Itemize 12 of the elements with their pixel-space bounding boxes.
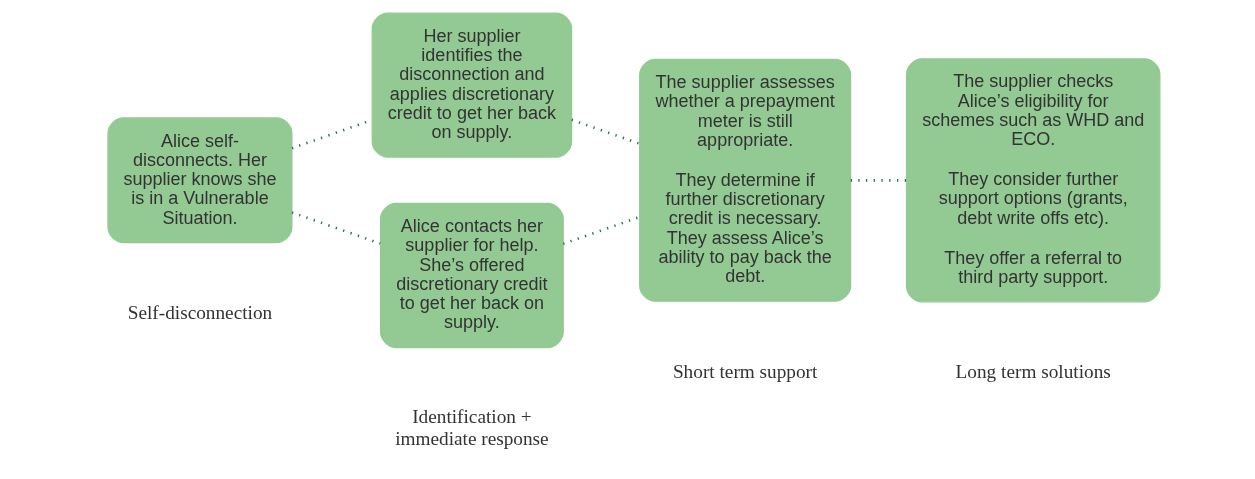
node-box: The supplier checks Alice’s eligibility for schemes such as WHD and ECO. They consider further support options (grants, debt write offs etc). They offer a referral to third party support.	[905, 58, 1161, 303]
node-box: Alice contacts her supplier for help. She’s offered discretionary credit to get her back on supply.	[379, 202, 564, 349]
label: Self-disconnection	[127, 301, 273, 323]
connector	[571, 118, 640, 145]
connector	[291, 211, 381, 245]
connector	[562, 215, 641, 246]
label: Identification + immediate response	[395, 406, 549, 450]
label: Short term support	[672, 360, 818, 382]
node-box: Alice self-disconnects. Her supplier knows she is in a Vulnerable Situation.	[107, 117, 293, 244]
node-box: Her supplier identifies the disconnection and applies discretionary credit to get her back on supply.	[371, 12, 573, 158]
label: Long term solutions	[955, 360, 1111, 382]
node-box: The supplier assesses whether a prepayment meter is still appropriate. They determine if further discretionary credit is necessary. They assess Alice’s ability to pay back the debt.	[639, 58, 852, 302]
